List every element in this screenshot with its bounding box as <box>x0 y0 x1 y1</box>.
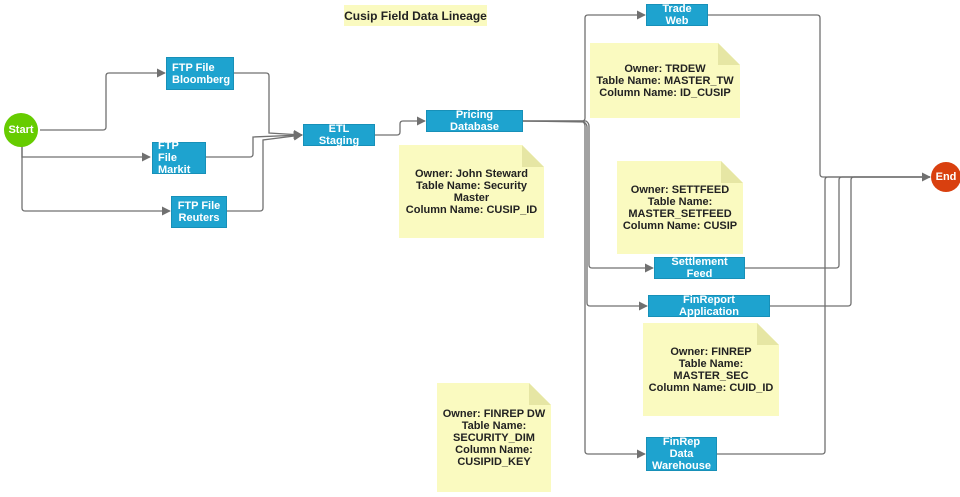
etl-staging-node[interactable]: ETL Staging <box>303 123 375 147</box>
note-column: Column Name: CUSIP_ID <box>405 203 538 216</box>
settlement-feed-node[interactable]: Settlement Feed <box>654 256 745 280</box>
edge-start-bloomberg <box>40 68 166 131</box>
trade-web-node[interactable]: Trade Web <box>646 3 708 27</box>
finreport-application-node[interactable]: FinReport Application <box>648 294 770 318</box>
note-table: Table Name: <box>461 419 527 432</box>
note-trade-web: Owner: TRDEW Table Name: MASTER_TW Colum… <box>590 43 740 118</box>
finrep-data-warehouse-node[interactable]: FinRep Data Warehouse <box>646 436 717 472</box>
edge-reuters-etl <box>227 131 303 212</box>
edge-bloomberg-etl <box>234 72 303 140</box>
edge-pricing-dw <box>523 120 646 459</box>
note-table: Table Name: <box>647 195 713 208</box>
node-line: Warehouse <box>652 460 711 472</box>
node-line: FTP File <box>177 200 221 212</box>
edge-start-reuters <box>21 146 171 216</box>
note-table: Master <box>453 191 490 204</box>
edge-pricing-finreport <box>522 120 648 311</box>
edge-tradeweb-end <box>708 14 931 182</box>
start-node[interactable]: Start <box>4 113 38 147</box>
note-table: SECURITY_DIM <box>453 431 535 444</box>
note-pricing-database: Owner: John Steward Table Name: Security… <box>399 145 544 238</box>
edge-markit-etl <box>205 130 303 158</box>
note-column: Column Name: <box>455 443 533 456</box>
note-owner: Owner: FINREP DW <box>442 407 546 420</box>
node-line: Markit <box>158 164 191 176</box>
note-column: Column Name: CUID_ID <box>648 381 774 394</box>
end-node[interactable]: End <box>931 162 960 192</box>
edge-etl-pricing <box>375 116 426 136</box>
ftp-file-markit-node[interactable]: FTP File Markit <box>152 140 206 176</box>
node-line: Bloomberg <box>172 73 231 86</box>
note-owner: Owner: TRDEW <box>624 62 706 75</box>
node-line: FTP File <box>172 61 215 74</box>
note-column: Column Name: CUSIP <box>622 219 738 232</box>
note-finreport-application: Owner: FINREP Table Name: MASTER_SEC Col… <box>643 323 779 416</box>
edge-pricing-settlement <box>523 120 654 273</box>
node-line: FinRep Data <box>662 436 701 460</box>
diagram-title: Cusip Field Data Lineage <box>344 5 487 26</box>
note-owner: Owner: FINREP <box>670 345 752 358</box>
note-owner: Owner: John Steward <box>414 167 529 180</box>
note-owner: Owner: SETTFEED <box>630 183 730 196</box>
edge-settlement-end <box>745 176 930 269</box>
note-finrep-data-warehouse: Owner: FINREP DW Table Name: SECURITY_DI… <box>437 383 551 492</box>
ftp-file-bloomberg-node[interactable]: FTP File Bloomberg <box>166 57 234 90</box>
edge-start-markit <box>21 146 151 162</box>
note-table: Table Name: <box>678 357 744 370</box>
note-table: MASTER_SETFEED <box>628 207 732 220</box>
note-column: Column Name: ID_CUSIP <box>599 86 731 99</box>
node-line: FTP File <box>158 140 179 164</box>
edge-dw-end <box>717 176 930 455</box>
node-line: Reuters <box>178 212 220 224</box>
ftp-file-reuters-node[interactable]: FTP File Reuters <box>171 196 227 228</box>
edge-finreport-end <box>770 176 930 307</box>
note-table: MASTER_SEC <box>673 369 749 382</box>
note-column: CUSIPID_KEY <box>457 455 531 468</box>
pricing-database-node[interactable]: Pricing Database <box>426 109 523 133</box>
note-table: Table Name: MASTER_TW <box>596 74 734 87</box>
note-table: Table Name: Security <box>415 179 528 192</box>
